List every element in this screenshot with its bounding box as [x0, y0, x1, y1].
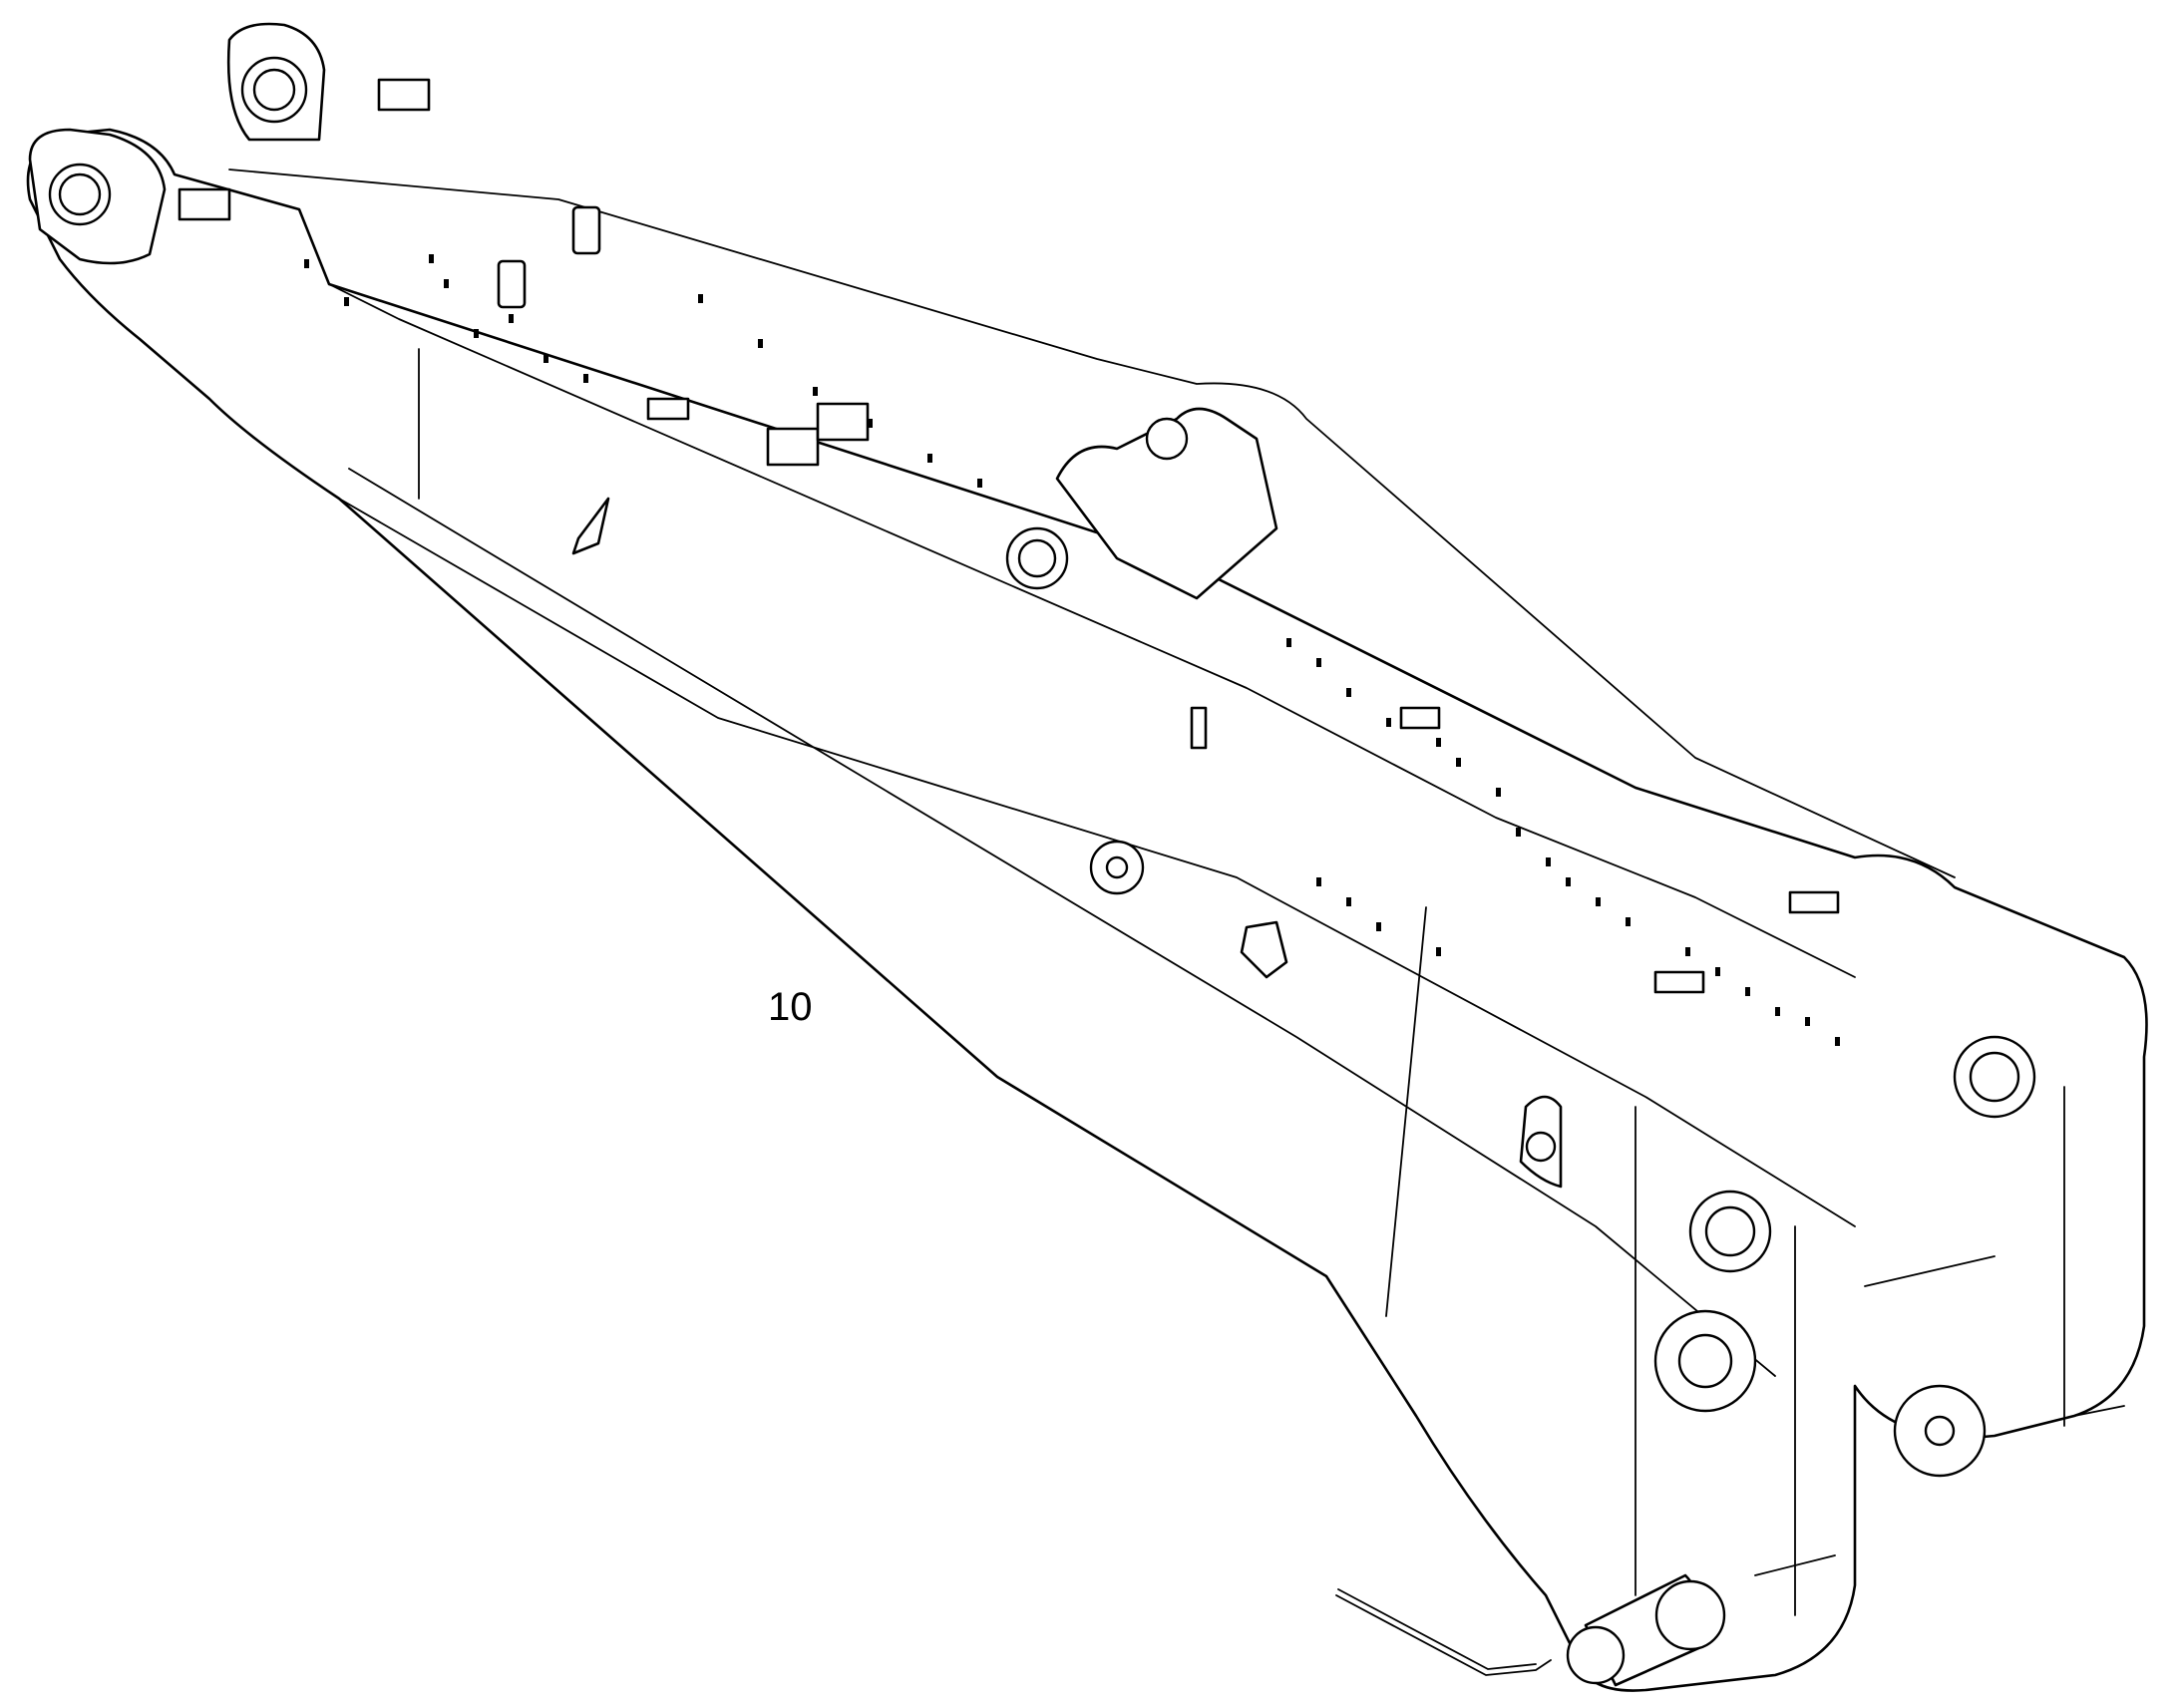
bolt-hole — [1715, 967, 1720, 976]
upper-right-lug — [226, 22, 326, 142]
bolt-hole — [1516, 828, 1521, 837]
lower-yoke-bosses — [1653, 1035, 2036, 1478]
bolt-hole — [1596, 897, 1601, 906]
bolt-hole — [544, 354, 548, 363]
bolt-hole — [304, 259, 309, 268]
bolt-hole — [1685, 947, 1690, 956]
bolt-hole — [1286, 638, 1291, 647]
bolt-hole — [474, 329, 479, 338]
bolt-hole — [1386, 718, 1391, 727]
mounting-pads — [178, 78, 1840, 994]
bolt-hole — [444, 279, 449, 288]
bolt-holes — [304, 254, 1840, 1046]
bolt-hole — [868, 419, 873, 428]
bolt-hole — [509, 314, 514, 323]
bolt-hole — [429, 254, 434, 263]
bolt-hole — [1546, 857, 1551, 866]
bolt-hole — [1316, 877, 1321, 886]
bolt-hole — [1496, 788, 1501, 797]
bolt-hole — [1835, 1037, 1840, 1046]
upper-left-lug — [28, 128, 167, 265]
bolt-hole — [583, 374, 588, 383]
bolt-hole — [813, 387, 818, 396]
boom-body — [26, 128, 2148, 1692]
bolt-hole — [344, 297, 349, 306]
bolt-hole — [1436, 738, 1441, 747]
part-callout-label: 10 — [768, 985, 813, 1029]
bolt-hole — [1775, 1007, 1780, 1016]
bolt-hole — [698, 294, 703, 303]
bolt-hole — [1346, 688, 1351, 697]
bolt-hole — [1376, 922, 1381, 931]
bolt-hole — [977, 479, 982, 488]
bolt-hole — [758, 339, 763, 348]
center-pivot-bracket — [1005, 407, 1278, 600]
bolt-hole — [1456, 758, 1461, 767]
bolt-hole — [1316, 658, 1321, 667]
bolt-hole — [1566, 877, 1571, 886]
bolt-hole — [1346, 897, 1351, 906]
bolt-hole — [1436, 947, 1441, 956]
bolt-hole — [927, 454, 932, 463]
side-fittings — [571, 497, 1563, 1189]
bolt-hole — [1745, 987, 1750, 996]
bolt-hole — [1626, 917, 1631, 926]
hydraulic-fitting — [1335, 1573, 1726, 1687]
bolt-hole — [1805, 1017, 1810, 1026]
